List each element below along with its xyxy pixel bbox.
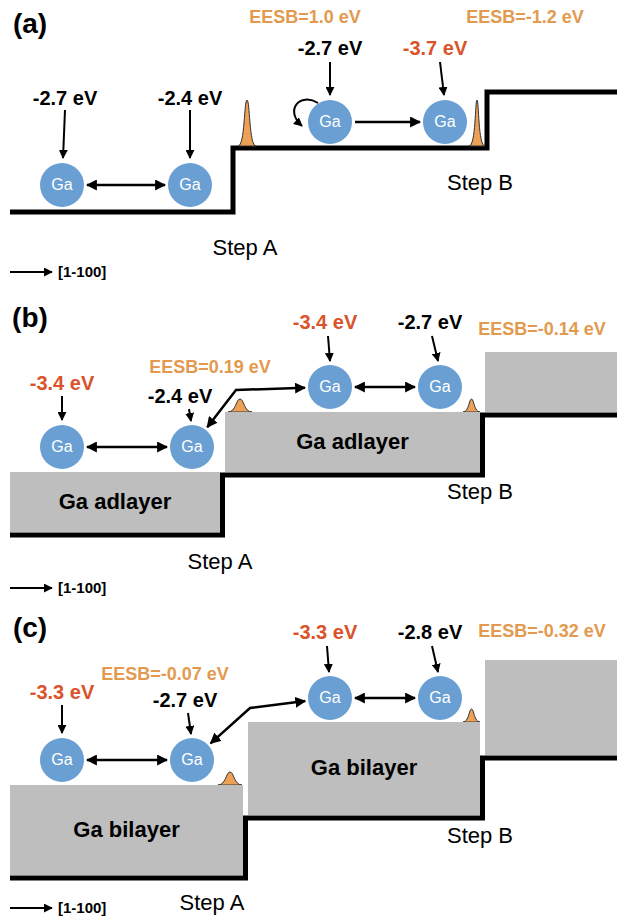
leader-arrow (328, 336, 330, 361)
direction-arrow (10, 907, 52, 909)
atom-label: Ga (429, 377, 450, 396)
ga-layer: Ga bilayer (10, 785, 243, 875)
layer-label: Ga bilayer (311, 755, 417, 781)
ga-atom: Ga (418, 365, 462, 409)
atom-label: Ga (51, 175, 72, 194)
adsorption-energy: -2.4 eV (148, 384, 212, 408)
diffusion-arrow (355, 121, 420, 124)
step-label: Step B (447, 170, 513, 196)
upper-terrace-layer (485, 352, 617, 412)
diffusion-arrow (87, 184, 165, 187)
adsorption-energy: -2.8 eV (398, 620, 462, 644)
direction-label: [1-100] (58, 899, 106, 917)
ga-atom: Ga (40, 425, 84, 469)
atom-label: Ga (181, 437, 202, 456)
ga-atom: Ga (168, 163, 212, 207)
barrier-energy: EESB=1.0 eV (249, 7, 361, 29)
panel-letter: (a) (13, 7, 47, 41)
atom-label: Ga (319, 688, 340, 707)
adsorption-energy: -3.7 eV (403, 36, 467, 60)
atom-label: Ga (434, 112, 455, 131)
ga-layer: Ga adlayer (10, 472, 220, 532)
barrier-energy: EESB=-0.14 eV (478, 319, 606, 341)
step-profile (10, 92, 617, 212)
panel-letter: (b) (12, 301, 48, 335)
upper-terrace-layer (485, 660, 617, 755)
step-label: Step A (180, 890, 245, 916)
direction-label: [1-100] (58, 579, 106, 597)
barrier-peak (228, 399, 252, 412)
adsorption-energy: -2.7 eV (298, 36, 362, 60)
atom-label: Ga (51, 750, 72, 769)
adsorption-energy: -3.4 eV (293, 310, 357, 334)
panel-letter: (c) (13, 611, 47, 645)
adsorption-energy: -3.3 eV (30, 680, 94, 704)
barrier-energy: EESB=-0.32 eV (478, 621, 606, 643)
barrier-energy: EESB=-0.07 eV (101, 664, 229, 686)
layer-label: Ga bilayer (73, 817, 179, 843)
diffusion-arrow (87, 446, 167, 449)
adsorption-energy: -2.7 eV (398, 310, 462, 334)
ga-atom: Ga (423, 100, 467, 144)
diffusion-arrow (355, 697, 415, 700)
ga-atom: Ga (418, 676, 462, 720)
atom-label: Ga (51, 437, 72, 456)
barrier-energy: EESB=0.19 eV (149, 357, 271, 379)
ga-layer: Ga adlayer (225, 412, 480, 472)
layer-label: Ga adlayer (296, 429, 409, 455)
ga-atom: Ga (308, 676, 352, 720)
atom-label: Ga (319, 377, 340, 396)
barrier-peak (463, 709, 480, 722)
ga-layer: Ga bilayer (248, 722, 480, 815)
adsorption-energy: -3.4 eV (30, 371, 94, 395)
ga-atom: Ga (308, 365, 352, 409)
leader-arrow (189, 409, 191, 421)
adsorption-energy: -3.3 eV (293, 620, 357, 644)
adsorption-energy: -2.7 eV (33, 86, 97, 110)
barrier-peak (469, 100, 485, 146)
leader-arrow (432, 646, 438, 672)
leader-arrow (61, 705, 63, 733)
leader-arrow (327, 646, 329, 672)
atom-label: Ga (181, 750, 202, 769)
barrier-peak (218, 772, 242, 785)
leader-arrow (329, 62, 331, 95)
step-label: Step B (447, 479, 513, 505)
ga-atom: Ga (170, 738, 214, 782)
layer-label: Ga adlayer (59, 489, 172, 515)
ga-atom: Ga (40, 163, 84, 207)
leader-arrow (188, 713, 191, 734)
ga-atom: Ga (308, 100, 352, 144)
leader-arrow (432, 336, 438, 361)
step-label: Step A (213, 235, 278, 261)
step-profile (10, 415, 617, 535)
atom-label: Ga (179, 175, 200, 194)
step-label: Step A (188, 549, 253, 575)
leader-arrow (189, 110, 191, 158)
leader-arrow (63, 110, 65, 158)
direction-arrow (10, 587, 52, 589)
leader-arrow (61, 396, 63, 420)
diffusion-arrow (87, 759, 167, 762)
atom-label: Ga (319, 112, 340, 131)
adsorption-energy: -2.4 eV (158, 86, 222, 110)
adsorption-energy: -2.7 eV (153, 688, 217, 712)
atom-label: Ga (429, 688, 450, 707)
barrier-peak (238, 100, 256, 146)
step-label: Step B (447, 823, 513, 849)
leader-arrow (440, 62, 444, 95)
direction-arrow (10, 271, 52, 273)
ga-atom: Ga (170, 425, 214, 469)
ga-atom: Ga (40, 738, 84, 782)
direction-label: [1-100] (58, 263, 106, 281)
diffusion-arrow (355, 386, 415, 389)
barrier-peak (463, 399, 480, 412)
barrier-energy: EESB=-1.2 eV (466, 7, 584, 29)
